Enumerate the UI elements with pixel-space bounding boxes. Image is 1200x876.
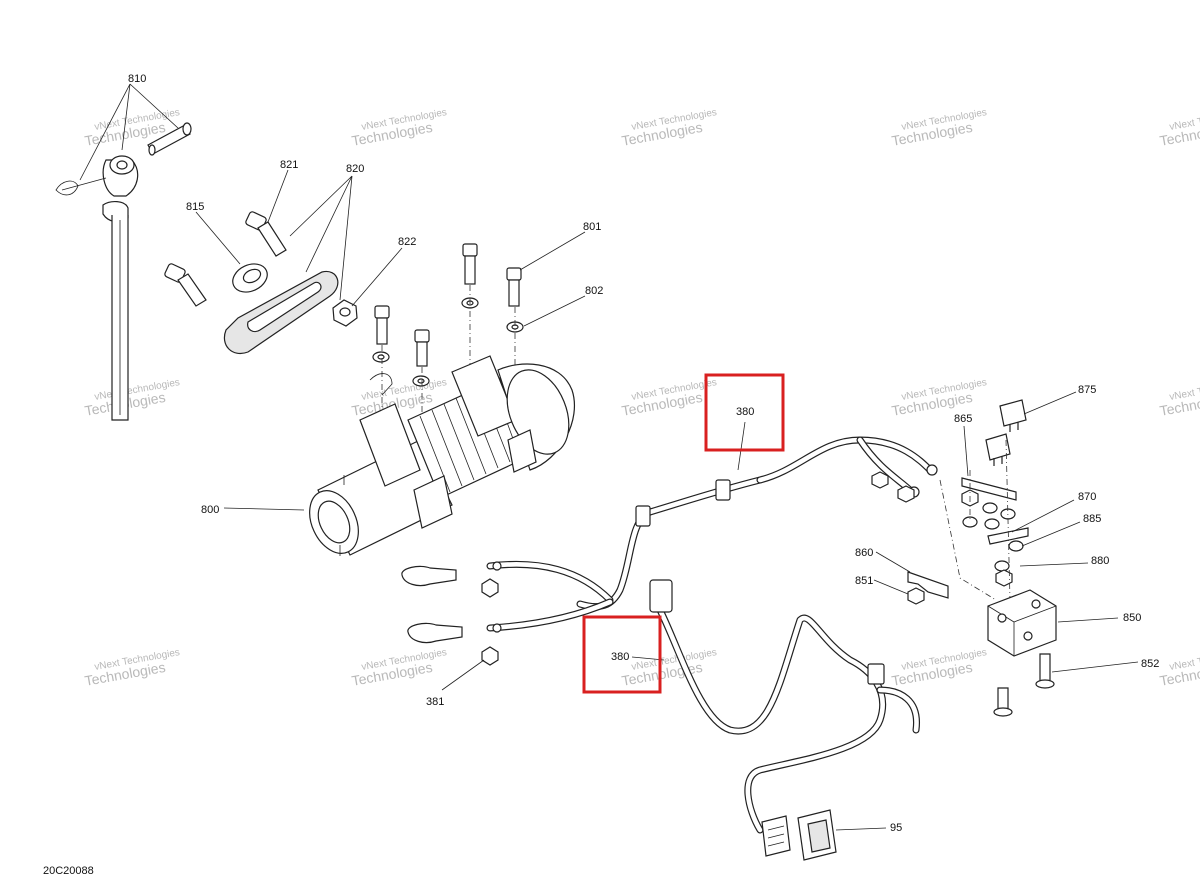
- callout-labels: 810 821 820 815 822 801 802 800 380 380 …: [128, 73, 1159, 834]
- part-822-nut[interactable]: [332, 299, 358, 327]
- callout-885: 885: [1083, 513, 1101, 525]
- callout-802: 802: [585, 285, 603, 297]
- part-820-fairlead[interactable]: [223, 270, 339, 354]
- part-875-relays[interactable]: [985, 399, 1027, 466]
- callout-380-lower: 380: [611, 651, 629, 663]
- callout-822: 822: [398, 236, 416, 248]
- highlight-boxes: [582, 373, 785, 694]
- callout-850: 850: [1123, 612, 1141, 624]
- callout-815: 815: [186, 201, 204, 213]
- callout-810: 810: [128, 73, 146, 85]
- highlight-box-380-upper: [704, 373, 785, 452]
- callout-860: 860: [855, 547, 873, 559]
- part-801-bolts[interactable]: [374, 243, 522, 367]
- callout-820: 820: [346, 163, 364, 175]
- callout-865: 865: [954, 413, 972, 425]
- part-850-solenoid[interactable]: [987, 589, 1057, 657]
- callout-380-upper: 380: [736, 406, 754, 418]
- diagram-code: 20C20088: [43, 865, 94, 876]
- part-810-hook-strap[interactable]: [55, 122, 192, 421]
- part-821-bolt[interactable]: [245, 211, 287, 257]
- callout-801: 801: [583, 221, 601, 233]
- part-860-bracket[interactable]: [907, 571, 949, 599]
- part-852-bolts[interactable]: [993, 653, 1055, 717]
- callout-381: 381: [426, 696, 444, 708]
- dash-axis-lines-right: [939, 439, 1011, 601]
- callout-875: 875: [1078, 384, 1096, 396]
- callout-851: 851: [855, 575, 873, 587]
- part-800-winch[interactable]: [300, 355, 580, 561]
- part-851-nut[interactable]: [907, 587, 925, 605]
- part-terminal-boots[interactable]: [401, 565, 463, 644]
- part-381-nuts[interactable]: [481, 578, 499, 666]
- part-870-885-880-fasteners[interactable]: [871, 471, 1024, 587]
- callout-800: 800: [201, 504, 219, 516]
- callout-821: 821: [280, 159, 298, 171]
- callout-880: 880: [1091, 555, 1109, 567]
- leader-lines: [79, 83, 1139, 831]
- part-380-harness[interactable]: [486, 436, 938, 834]
- callout-852: 852: [1141, 658, 1159, 670]
- part-95-switch[interactable]: [761, 809, 837, 861]
- part-815-washer[interactable]: [228, 259, 272, 298]
- part-815-bolt[interactable]: [164, 263, 207, 307]
- highlight-box-380-lower: [582, 615, 662, 694]
- callout-870: 870: [1078, 491, 1096, 503]
- callout-95: 95: [890, 822, 902, 834]
